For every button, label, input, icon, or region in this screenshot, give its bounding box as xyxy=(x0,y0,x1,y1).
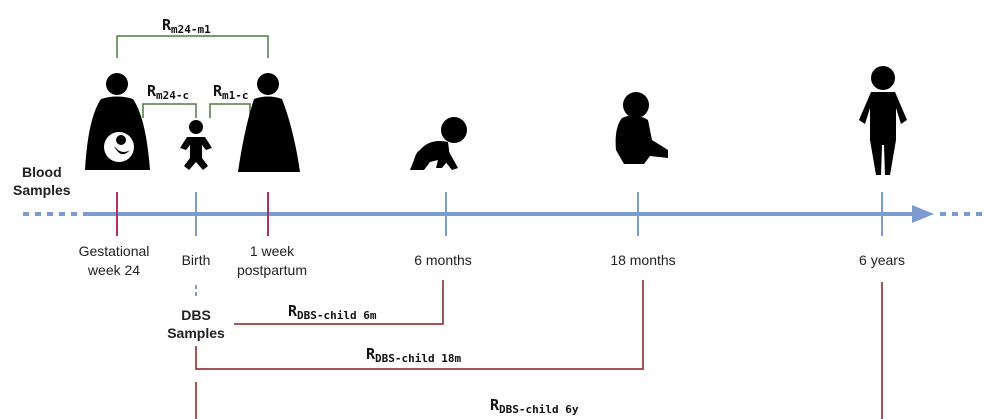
bracket-m24-m1-label: Rm24-m1 xyxy=(162,16,211,36)
timepoint-label-6-years: 6 years xyxy=(859,252,905,268)
bracket-m24-c: Rm24-c xyxy=(142,82,197,118)
axis-arrowhead xyxy=(912,205,934,223)
pregnant-woman-icon xyxy=(85,73,150,170)
dbs-bracket-6m-label: RDBS-child 6m xyxy=(288,302,377,322)
infant-icon xyxy=(180,120,212,170)
timepoint-label-gw24-line2: week 24 xyxy=(87,262,140,278)
dbs-bracket-6m-line xyxy=(234,280,444,325)
bracket-m24-m1-line xyxy=(116,35,269,58)
dbs-bracket-6m: RDBS-child 6m xyxy=(234,280,444,325)
timepoint-label-gw24-line1: Gestational xyxy=(79,243,150,259)
blood-samples-label-line2: Samples xyxy=(13,182,71,198)
bracket-m24-m1: Rm24-m1 xyxy=(116,16,269,58)
woman-icon xyxy=(238,73,300,172)
bracket-m1-c: Rm1-c xyxy=(209,82,251,118)
sitting-toddler-icon xyxy=(615,92,668,164)
timepoint-label-6-months: 6 months xyxy=(414,252,472,268)
bracket-m24-c-label: Rm24-c xyxy=(147,82,189,102)
dbs-bracket-6y-label: RDBS-child 6y xyxy=(490,396,579,416)
dbs-bracket-18m: RDBS-child 18m xyxy=(195,280,644,370)
bracket-m1-c-line xyxy=(209,103,251,118)
dbs-bracket-6y: RDBS-child 6y xyxy=(195,282,883,419)
timepoint-label-w1-line2: postpartum xyxy=(237,262,307,278)
crawling-baby-icon xyxy=(410,117,467,170)
timepoint-label-18-months: 18 months xyxy=(610,252,675,268)
timepoint-label-birth: Birth xyxy=(182,252,211,268)
timeline-axis xyxy=(23,205,984,223)
dbs-samples-label-line1: DBS xyxy=(181,307,211,323)
dbs-bracket-18m-label: RDBS-child 18m xyxy=(366,345,462,365)
child-icon xyxy=(859,66,907,175)
blood-samples-label-line1: Blood xyxy=(22,164,62,180)
dbs-samples-label-line2: Samples xyxy=(167,325,225,341)
dbs-bracket-18m-line xyxy=(195,280,644,370)
bracket-m1-c-label: Rm1-c xyxy=(213,82,249,102)
timepoint-label-w1-line1: 1 week xyxy=(250,243,295,259)
bracket-m24-c-line xyxy=(142,103,197,118)
